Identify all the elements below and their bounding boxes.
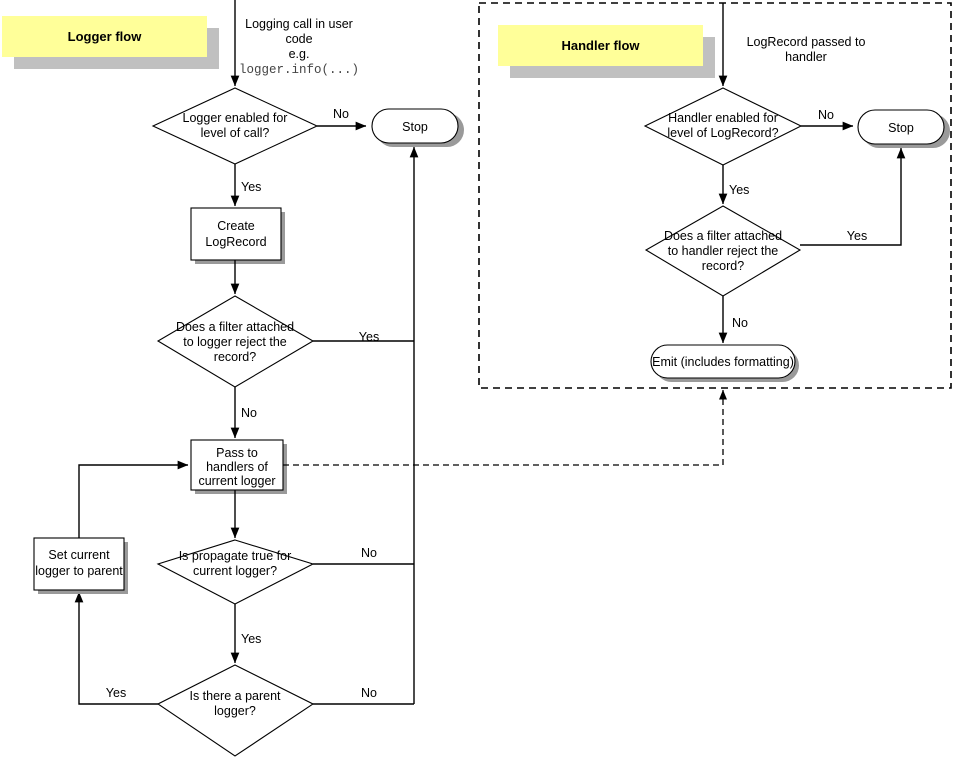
decision-handler-enabled-line1: Handler enabled for [668,111,778,125]
terminal-stop-handler [857,109,945,145]
logger-entry-line3: e.g. [289,47,310,61]
terminal-emit [650,344,796,379]
edge-label-handler-filter-yes: Yes [847,229,867,243]
edge-pass-to-handler-flow [283,389,728,466]
decision-handler-enabled-line2: level of LogRecord? [667,126,778,140]
decision-propagate-line2: current logger? [193,564,277,578]
terminal-stop-logger [371,108,459,144]
logger-entry-line4: logger.info(...) [239,63,359,77]
decision-handler-filter-line3: record? [702,259,744,273]
decision-logger-filter-line3: record? [214,350,256,364]
edge-label-logger-enabled-no: No [333,107,349,121]
process-set-parent [33,537,125,591]
edge-set-parent-to-pass [78,460,189,538]
process-pass-to-handlers-line2: handlers of [206,460,268,474]
process-create-logrecord-line1: Create [217,219,255,233]
terminal-stop-logger-label: Stop [402,120,428,134]
decision-parent-logger-line2: logger? [214,704,256,718]
process-set-parent-line2: logger to parent [35,564,123,578]
decision-handler-filter-line1: Does a filter attached [664,229,782,243]
decision-parent-logger-line1: Is there a parent [189,689,281,703]
logger-entry-line2: code [285,32,312,46]
decision-logger-filter-line1: Does a filter attached [176,320,294,334]
edge-label-logger-filter-no: No [241,406,257,420]
process-pass-to-handlers-line3: current logger [198,474,275,488]
process-create-logrecord [190,207,282,261]
decision-logger-enabled-line2: level of call? [201,126,270,140]
edge-label-logger-filter-yes: Yes [359,330,379,344]
decision-logger-filter-line2: to logger reject the [183,335,287,349]
decision-propagate-line1: Is propagate true for [179,549,292,563]
handler-flow-banner-box: Handler flow [498,25,703,66]
process-pass-to-handlers-line1: Pass to [216,446,258,460]
edge-label-propagate-no: No [361,546,377,560]
edge-label-parent-no: No [361,686,377,700]
logger-flow-banner-box: Logger flow [2,16,207,57]
process-pass-to-handlers [190,439,284,491]
process-create-logrecord-line2: LogRecord [205,235,266,249]
edge-label-handler-enabled-yes: Yes [729,183,749,197]
handler-entry-line1: LogRecord passed to [747,35,866,49]
handler-flow-banner-label: Handler flow [561,38,640,53]
terminal-stop-handler-label: Stop [888,121,914,135]
decision-handler-filter-line2: to handler reject the [668,244,779,258]
edge-parent-yes [74,591,158,705]
edge-label-parent-yes: Yes [106,686,126,700]
edge-label-handler-filter-no: No [732,316,748,330]
handler-entry-line2: handler [785,50,827,64]
terminal-emit-label: Emit (includes formatting) [652,355,794,369]
decision-parent-logger [156,664,315,757]
edge-label-handler-enabled-no: No [818,108,834,122]
logger-entry-line1: Logging call in user [245,17,353,31]
handler-flow-region [478,2,952,389]
decision-logger-enabled-line1: Logger enabled for [183,111,288,125]
logger-flow-banner-label: Logger flow [67,29,142,44]
edge-handler-filter-yes [800,147,906,246]
edge-label-logger-enabled-yes: Yes [241,180,261,194]
process-set-parent-line1: Set current [48,548,110,562]
edge-label-propagate-yes: Yes [241,632,261,646]
